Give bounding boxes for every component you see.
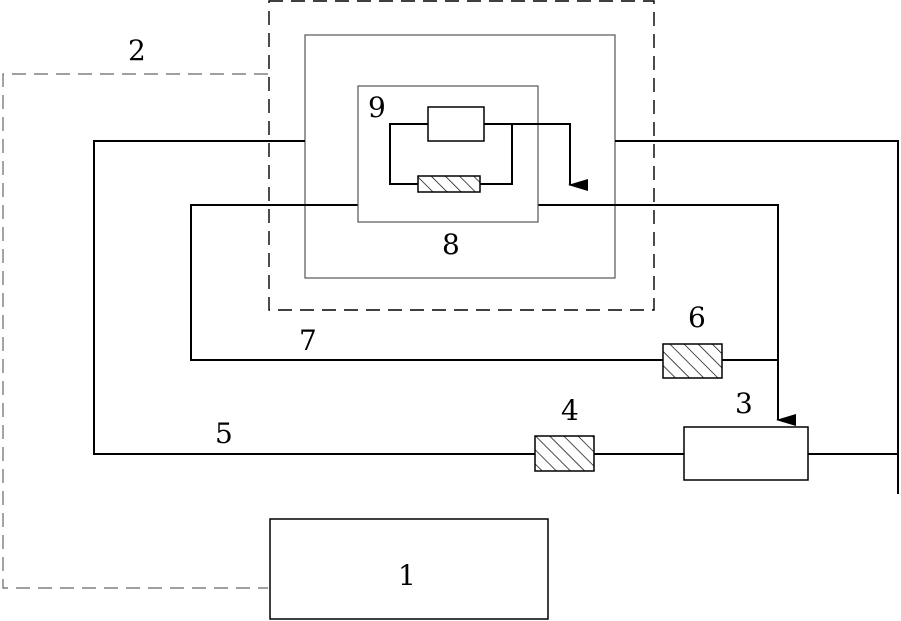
enclosure-2-dashed xyxy=(268,0,655,311)
circuit-9-wire-right xyxy=(480,123,513,185)
circuit-9-element-box xyxy=(427,106,485,142)
component-1-box xyxy=(269,518,549,620)
component-6-hatched xyxy=(662,343,723,379)
dashed-link-2-to-1 xyxy=(2,73,268,589)
loop-7-wire xyxy=(190,204,663,361)
sample-holder-9 xyxy=(357,85,539,223)
label-1: 1 xyxy=(398,559,416,592)
label-7: 7 xyxy=(299,324,317,357)
loop-5-wire xyxy=(93,140,535,455)
loop-5-wire-return xyxy=(615,140,899,494)
label-9: 9 xyxy=(368,91,386,124)
label-5: 5 xyxy=(215,417,233,450)
loop-7-wire-return xyxy=(538,204,796,426)
label-4: 4 xyxy=(561,394,579,427)
label-2: 2 xyxy=(128,34,146,67)
circuit-9-hatched-resistor xyxy=(417,175,481,193)
component-3-box xyxy=(683,426,809,481)
label-8: 8 xyxy=(442,228,460,261)
circuit-9-wire-left xyxy=(389,123,428,185)
circuit-9-arrow-wire xyxy=(512,123,588,191)
label-6: 6 xyxy=(688,301,706,334)
component-4-hatched xyxy=(534,435,595,472)
label-3: 3 xyxy=(735,387,753,420)
chamber-8 xyxy=(304,34,616,279)
